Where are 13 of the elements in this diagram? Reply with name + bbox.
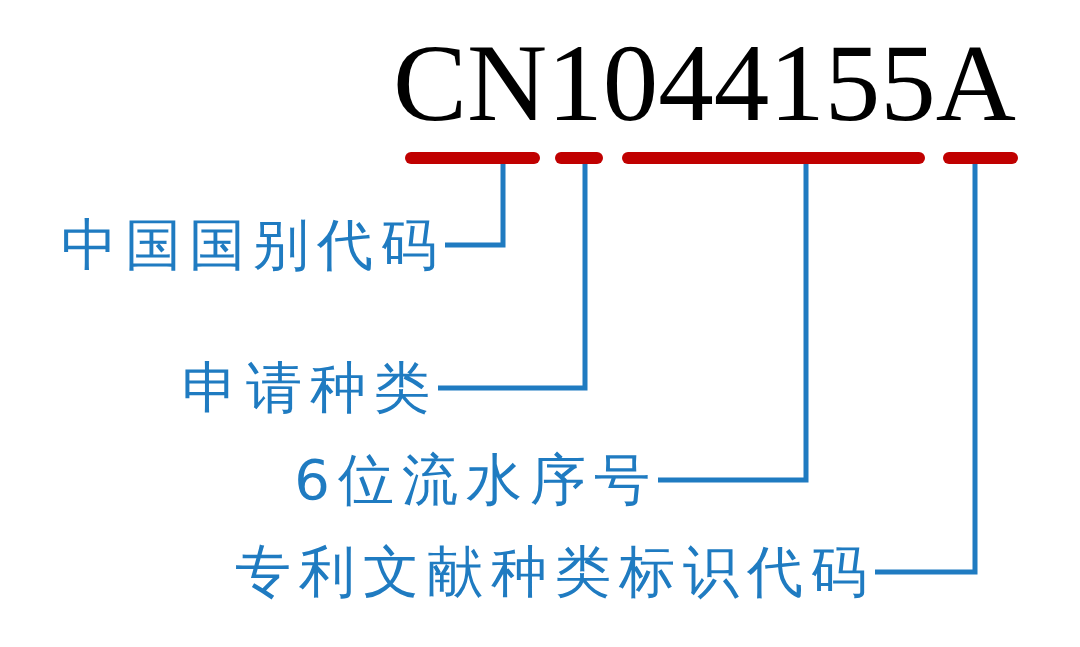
leader-line xyxy=(875,164,978,575)
underline-bar xyxy=(943,152,1018,164)
code-label: 6位流水序号 xyxy=(294,446,658,514)
code-label: 专利文献种类标识代码 xyxy=(235,538,875,606)
leader-line xyxy=(445,164,506,248)
underline-bar xyxy=(405,152,540,164)
code-label: 中国国别代码 xyxy=(61,211,445,279)
underline-bar xyxy=(555,152,603,164)
code-label: 申请种类 xyxy=(182,354,438,422)
patent-number: CN1044155A xyxy=(393,22,1016,145)
leader-line xyxy=(658,164,809,483)
underline-bar xyxy=(622,152,925,164)
leader-line xyxy=(438,164,588,391)
